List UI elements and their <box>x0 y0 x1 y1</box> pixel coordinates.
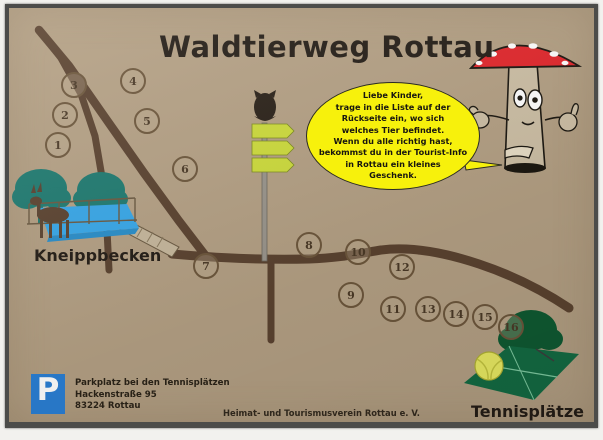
owl-icon <box>254 90 276 121</box>
parking-letter: P <box>36 372 60 408</box>
kneippbecken-scene <box>12 169 139 242</box>
direction-sign <box>251 157 295 173</box>
owl-signpost <box>251 90 295 262</box>
trail-marker-1[interactable]: 1 <box>45 132 71 158</box>
trail-main-horizontal <box>167 244 574 313</box>
trail-marker-16[interactable]: 16 <box>498 314 524 340</box>
trail-marker-10[interactable]: 10 <box>345 239 371 265</box>
trail-marker-8[interactable]: 8 <box>296 232 322 258</box>
trail-marker-9[interactable]: 9 <box>338 282 364 308</box>
trail-marker-2[interactable]: 2 <box>52 102 78 128</box>
parking-address: Parkplatz bei den Tennisplätzen Hackenst… <box>75 378 230 412</box>
deer-icon <box>30 182 69 238</box>
label-tennisplaetze: Tennisplätze <box>471 402 584 421</box>
trail-marker-6[interactable]: 6 <box>172 156 198 182</box>
trail-marker-5[interactable]: 5 <box>134 108 160 134</box>
page-title: Waldtierweg Rottau <box>159 30 495 64</box>
information-board: Waldtierweg Rottau Liebe Kinder, trage i… <box>9 8 594 422</box>
tennis-ball-icon <box>474 351 504 381</box>
trail-marker-14[interactable]: 14 <box>443 301 469 327</box>
tennis-court <box>464 346 579 400</box>
speech-bubble-text: Liebe Kinder, trage in die Liste auf der… <box>318 90 468 181</box>
trail-marker-13[interactable]: 13 <box>415 296 441 322</box>
credit-text: Heimat- und Tourismusverein Rottau e. V. <box>223 408 420 418</box>
trail-map <box>12 25 583 401</box>
kneipp-basin <box>39 204 139 236</box>
trail-marker-15[interactable]: 15 <box>472 304 498 330</box>
direction-sign <box>251 123 295 139</box>
speech-bubble: Liebe Kinder, trage in die Liste auf der… <box>306 82 480 190</box>
parking-sign-icon: P <box>31 372 65 414</box>
trail-marker-3[interactable]: 3 <box>61 72 87 98</box>
tree-icon <box>73 172 128 224</box>
trail-marker-12[interactable]: 12 <box>389 254 415 280</box>
trail-marker-7[interactable]: 7 <box>193 253 219 279</box>
tree-icon <box>12 169 71 224</box>
direction-sign <box>251 140 295 156</box>
trail-marker-11[interactable]: 11 <box>380 296 406 322</box>
label-kneippbecken: Kneippbecken <box>34 246 162 265</box>
trail-marker-4[interactable]: 4 <box>120 68 146 94</box>
